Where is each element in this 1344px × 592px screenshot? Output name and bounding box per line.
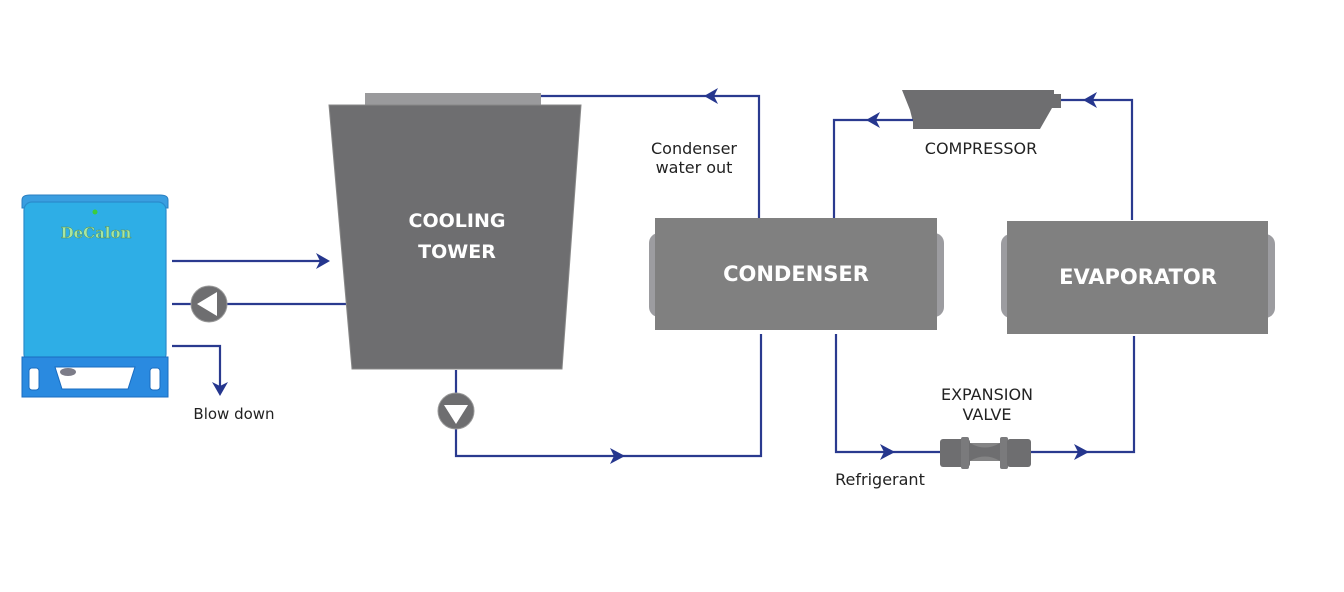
compressor-label: COMPRESSOR — [925, 139, 1037, 158]
status-led-icon — [92, 209, 98, 215]
condenser-water-out-pipe — [541, 94, 761, 218]
tower-fan-deck — [365, 93, 541, 106]
arrow-right-icon — [880, 444, 895, 460]
expansion-valve-label-line2: VALVE — [962, 405, 1011, 424]
cooling-tower-label-line1: COOLING — [409, 210, 506, 232]
condenser-water-out-label-line2: water out — [656, 158, 733, 177]
decalon-brand-text: DeCalon — [61, 224, 132, 242]
arrow-right-icon — [316, 253, 330, 269]
evaporator-to-compressor-pipe — [1061, 98, 1134, 220]
arrow-left-icon — [866, 112, 880, 128]
evaporator: EVAPORATOR — [1001, 221, 1275, 334]
compressor-to-condenser-pipe — [832, 118, 913, 218]
blowdown-label: Blow down — [193, 405, 274, 423]
decalon-unit: DeCalon — [21, 194, 169, 398]
arrow-right-icon — [610, 448, 625, 464]
condenser-to-valve-pipe — [834, 334, 940, 454]
condenser: CONDENSER — [649, 218, 944, 330]
condenser-water-out-label-line1: Condenser — [651, 139, 737, 158]
expansion-valve — [940, 437, 1031, 469]
arrow-left-icon — [704, 88, 718, 104]
evaporator-label: EVAPORATOR — [1059, 265, 1217, 289]
expansion-valve-label-line1: EXPANSION — [941, 385, 1033, 404]
arrow-left-icon — [1083, 92, 1097, 108]
refrigerant-label: Refrigerant — [835, 470, 925, 489]
arrow-right-icon — [1074, 444, 1089, 460]
pump-triangle-down-icon — [444, 405, 468, 424]
valve-to-evaporator-pipe — [1030, 336, 1136, 454]
return-pump — [190, 285, 228, 323]
cooling-tower: COOLING TOWER — [328, 93, 582, 370]
cooling-tower-label-line2: TOWER — [418, 241, 496, 263]
arrow-down-icon — [212, 382, 228, 396]
pump-triangle-left-icon — [197, 292, 217, 316]
basin-pump — [437, 392, 475, 430]
compressor: COMPRESSOR — [902, 90, 1061, 158]
condenser-label: CONDENSER — [723, 262, 869, 286]
blowdown-pipe — [172, 344, 222, 386]
